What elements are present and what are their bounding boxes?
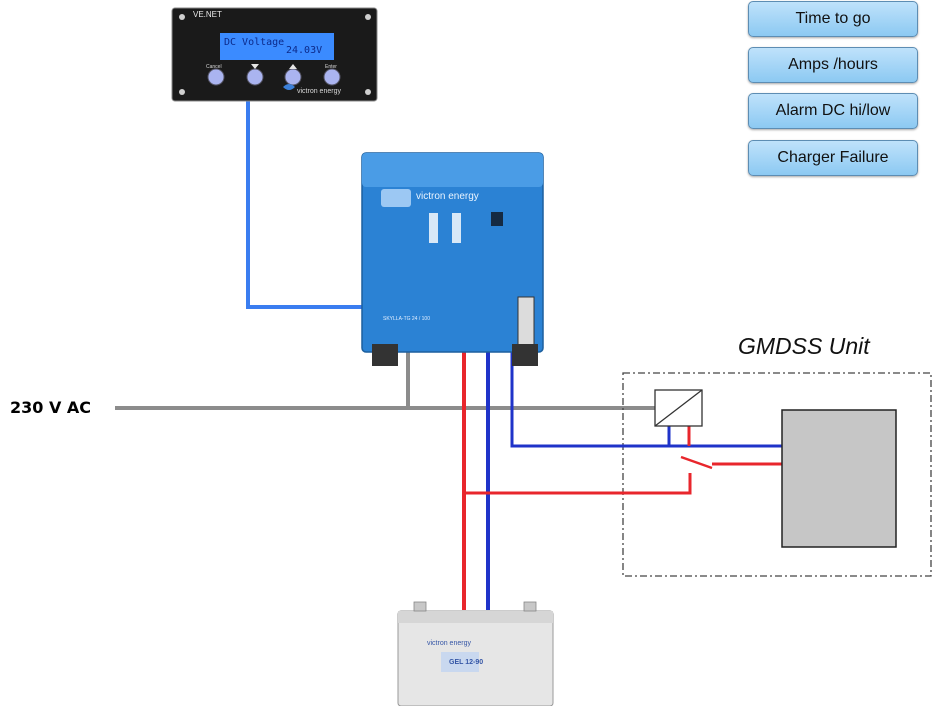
time-to-go-button[interactable]: Time to go: [748, 1, 918, 37]
battery-type: GEL 12-90: [449, 659, 484, 666]
panel-key-enter[interactable]: [323, 68, 341, 86]
panel-title: VE.NET: [193, 10, 222, 19]
charger-dipswitch-right: [452, 213, 461, 243]
panel-screw-bl: [179, 89, 185, 95]
panel-screw-br: [365, 89, 371, 95]
charger-failure-button[interactable]: Charger Failure: [748, 140, 918, 176]
battery-terminal-negative: [523, 601, 537, 612]
panel-key-cancel[interactable]: [207, 68, 225, 86]
relay-diagonal: [654, 389, 703, 427]
gmdss-positive-wire: [464, 473, 692, 495]
down-arrow-icon: [251, 64, 259, 69]
charger-status-display: [491, 212, 503, 226]
charger-foot-right: [512, 344, 538, 366]
panel-key-up[interactable]: [284, 68, 302, 86]
panel-lcd: [220, 33, 334, 60]
panel-key-down[interactable]: [246, 68, 264, 86]
gmdss-unit-label: GMDSS Unit: [738, 333, 870, 359]
charger-logo-badge: [381, 189, 411, 207]
alarm-dc-button[interactable]: Alarm DC hi/low: [748, 93, 918, 129]
battery-type-badge: [441, 652, 479, 672]
charger-model: SKYLLA-TG 24 / 100: [383, 316, 430, 322]
alarm-dc-label: Alarm DC hi/low: [775, 102, 891, 119]
relay-switch-arm: [680, 455, 713, 470]
charger-top-highlight: [362, 153, 543, 187]
panel-screw-tl: [179, 14, 185, 20]
amps-hours-label: Amps /hours: [788, 56, 878, 73]
battery-lid: [398, 611, 553, 623]
relay-blue-wire: [510, 340, 782, 448]
charger-failure-label: Charger Failure: [777, 149, 889, 166]
charger-dipswitch-left: [429, 213, 438, 243]
up-arrow-icon: [289, 64, 297, 69]
lcd-line-2: 24.03V: [286, 45, 323, 56]
gmdss-device: [781, 409, 897, 548]
key-label-enter: Enter: [325, 64, 337, 70]
lcd-line-1: DC Voltage: [224, 37, 285, 48]
battery-terminal-positive: [413, 601, 427, 612]
battery-brand: victron energy: [427, 640, 471, 647]
ac-input-label: 230 V AC: [10, 398, 92, 417]
charger-brand: victron energy: [416, 191, 479, 202]
panel-brand: victron energy: [297, 88, 341, 95]
network-cable: [246, 100, 362, 309]
key-label-cancel: Cancel: [206, 64, 222, 70]
charger-foot-left: [372, 344, 398, 366]
victron-logo-icon: [283, 84, 295, 90]
panel-screw-tr: [365, 14, 371, 20]
gmdss-enclosure: [622, 372, 932, 577]
charger-connector-plate: [517, 296, 535, 346]
amps-hours-button[interactable]: Amps /hours: [748, 47, 918, 83]
time-to-go-label: Time to go: [795, 10, 871, 27]
